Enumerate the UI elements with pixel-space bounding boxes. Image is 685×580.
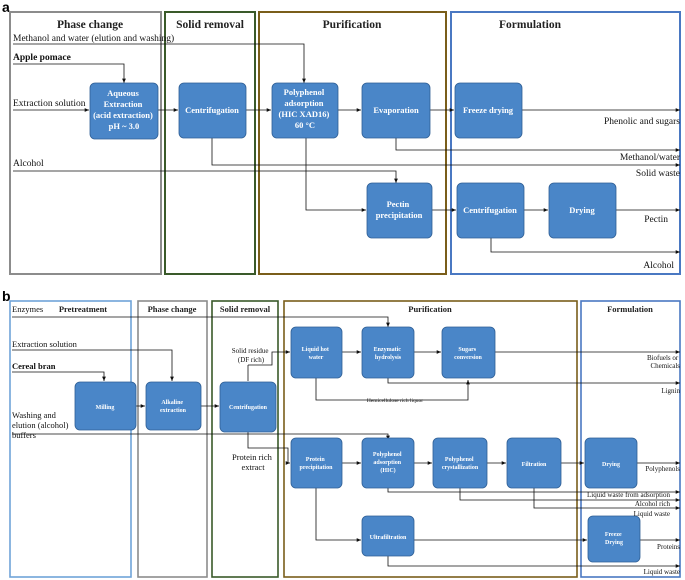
svg-text:Pectin precipitation: Pectin precipitation bbox=[376, 199, 423, 220]
svg-text:Protein precipitation: Protein precipitation bbox=[300, 457, 334, 471]
output-liquid-waste-1: Liquid waste bbox=[634, 510, 670, 518]
box-aqueous-extraction: Aqueous Extraction (acid extraction) pH … bbox=[89, 82, 159, 140]
box-enzymatic-hydrolysis: Enzymatic hydrolysis bbox=[361, 326, 415, 379]
svg-text:Polyphenol crystallizati: Polyphenol crystallization bbox=[442, 457, 479, 471]
input-apple-pomace: Apple pomace bbox=[13, 53, 71, 63]
stage-frame-solid-removal-b bbox=[211, 300, 279, 578]
box-alkaline-extraction: Alkaline extraction bbox=[145, 381, 202, 431]
output-pectin: Pectin bbox=[644, 215, 668, 225]
box-filtration: Filtration bbox=[506, 437, 562, 489]
output-liquid-waste-2: Liquid waste bbox=[644, 568, 680, 576]
stage-title-solid-removal-a: Solid removal bbox=[176, 19, 244, 31]
box-centrifugation-2: Centrifugation bbox=[456, 182, 525, 239]
label-protein-rich-extract: Protein rich extract bbox=[232, 452, 274, 472]
input-alcohol: Alcohol bbox=[13, 159, 44, 169]
output-proteins: Proteins bbox=[657, 543, 680, 551]
output-alcohol: Alcohol bbox=[643, 261, 674, 271]
box-freeze-drying-b: Freeze Drying bbox=[587, 515, 641, 563]
svg-text:Filtration: Filtration bbox=[522, 462, 547, 468]
stage-title-solid-removal-b: Solid removal bbox=[220, 304, 271, 314]
svg-text:Centrifugation: Centrifugation bbox=[185, 105, 239, 115]
stage-title-pretreatment-b: Pretreatment bbox=[59, 304, 107, 314]
svg-text:Liquid hot water: Liquid hot water bbox=[302, 347, 331, 361]
svg-text:Aqueous Extraction: Aqueous Extraction (acid extraction) pH … bbox=[93, 88, 155, 131]
panel-b-letter: b bbox=[2, 288, 11, 304]
stage-title-phase-change-a: Phase change bbox=[57, 19, 123, 31]
svg-text:Freeze Drying: Freeze Drying bbox=[605, 532, 623, 546]
svg-text:Polyphenol adsorption: Polyphenol adsorption (HIC XAD16) 60 °C bbox=[279, 87, 332, 130]
input-enzymes: Enzymes bbox=[12, 304, 43, 314]
box-polyphenol-adsorption-a: Polyphenol adsorption (HIC XAD16) 60 °C bbox=[271, 82, 339, 139]
svg-text:Freeze drying: Freeze drying bbox=[463, 105, 514, 115]
box-evaporation: Evaporation bbox=[361, 82, 431, 139]
svg-text:Alkaline extraction: Alkaline extraction bbox=[160, 400, 187, 414]
output-methanol-water: Methanol/water bbox=[620, 153, 681, 163]
stage-title-purification-a: Purification bbox=[323, 19, 382, 31]
output-solid-waste-a: Solid waste bbox=[636, 169, 680, 179]
stage-frame-phase-change-a bbox=[9, 11, 162, 275]
stage-frame-purification-b bbox=[283, 300, 578, 578]
svg-text:Enzymatic hydrolysis: Enzymatic hydrolysis bbox=[374, 347, 403, 361]
box-protein-precipitation: Protein precipitation bbox=[290, 437, 343, 489]
box-drying-a: Drying bbox=[548, 182, 617, 239]
panel-a-letter: a bbox=[2, 0, 10, 15]
svg-text:Evaporation: Evaporation bbox=[373, 105, 419, 115]
stage-title-phase-change-b: Phase change bbox=[148, 304, 197, 314]
stage-frame-purification-a bbox=[258, 11, 447, 275]
box-polyphenol-crystallization: Polyphenol crystallization bbox=[432, 437, 488, 489]
input-methanol-water: Methanol and water (elution and washing) bbox=[13, 33, 174, 44]
output-polyphenols: Polyphenols bbox=[645, 465, 680, 473]
box-sugars-conversion: Sugars conversion bbox=[441, 326, 496, 379]
stage-title-formulation-a: Formulation bbox=[499, 19, 562, 31]
box-freeze-drying-a: Freeze drying bbox=[454, 82, 523, 139]
svg-text:Centrifugation: Centrifugation bbox=[463, 205, 517, 215]
box-milling: Milling bbox=[74, 381, 137, 431]
stage-title-purification-b: Purification bbox=[408, 304, 452, 314]
input-cereal-bran: Cereal bran bbox=[12, 361, 56, 371]
box-drying-b: Drying bbox=[584, 437, 638, 489]
output-lignin: Lignin bbox=[661, 387, 680, 395]
output-liquid-waste-adsorption: Liquid waste from adsorption bbox=[587, 491, 671, 499]
input-extraction-solution-b: Extraction solution bbox=[12, 339, 78, 349]
box-polyphenol-adsorption-b: Polyphenol adsorption (HIC) bbox=[361, 437, 415, 489]
stage-title-formulation-b: Formulation bbox=[607, 304, 653, 314]
stage-frame-formulation-a bbox=[450, 11, 681, 275]
stage-frame-phase-change-b bbox=[137, 300, 208, 578]
input-washing-buffers: Washing and elution (alcohol) buffers bbox=[12, 410, 71, 440]
svg-text:Drying: Drying bbox=[602, 462, 620, 468]
stage-frame-pretreatment-b bbox=[9, 300, 132, 578]
stage-frame-formulation-b bbox=[580, 300, 681, 578]
output-biofuels-chemicals: Biofuels or Chemicals bbox=[647, 354, 680, 370]
svg-text:Ultrafiltration: Ultrafiltration bbox=[370, 535, 407, 541]
box-ultrafiltration: Ultrafiltration bbox=[361, 515, 415, 557]
svg-text:Drying: Drying bbox=[569, 205, 595, 215]
svg-text:Milling: Milling bbox=[96, 405, 115, 411]
box-centrifugation-b: Centrifugation bbox=[219, 381, 277, 433]
svg-text:Centrifugation: Centrifugation bbox=[229, 405, 268, 411]
box-liquid-hot-water: Liquid hot water bbox=[290, 326, 343, 379]
box-pectin-precipitation: Pectin precipitation bbox=[366, 182, 433, 239]
output-alcohol-rich: Alcohol rich bbox=[635, 500, 671, 508]
svg-text:Sugars conversion: Sugars conversion bbox=[454, 347, 482, 361]
svg-text:Polyphenol adsorption: Polyphenol adsorption (HIC) bbox=[373, 452, 403, 474]
label-solid-residue: Solid residue (DF rich) bbox=[232, 347, 271, 364]
output-phenolic-sugars: Phenolic and sugars bbox=[604, 117, 680, 127]
label-hemicellulose-liquor: Hemicellulose rich liquor bbox=[367, 398, 423, 404]
input-extraction-solution-a: Extraction solution bbox=[13, 99, 86, 109]
stage-frame-solid-removal-a bbox=[164, 11, 256, 275]
box-centrifugation-1: Centrifugation bbox=[178, 82, 247, 139]
